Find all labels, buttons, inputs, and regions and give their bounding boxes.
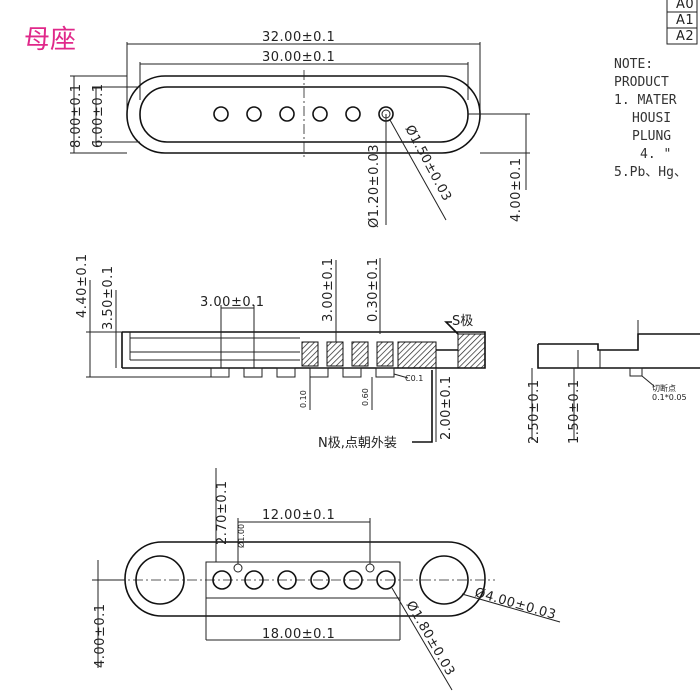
dim-small-hole: Ø1.00: [236, 524, 246, 548]
pin-hole-4: [312, 106, 328, 122]
top-view: 32.00±0.1 30.00±0.1 8.00±0.1 6.00±0.1 Ø1…: [69, 30, 530, 228]
notes-line-5: 4. ": [640, 147, 671, 162]
s-pole-label: S极: [452, 314, 473, 329]
dim-body-height: 3.50±0.1: [101, 265, 116, 330]
pin-hole-3: [279, 106, 295, 122]
bottom-pin-hole-6: [376, 570, 396, 590]
notes-line-3: HOUSI: [632, 111, 671, 126]
notes-line-4: PLUNG: [632, 129, 671, 144]
notes-line-1: PRODUCT: [614, 75, 669, 90]
dim-gap: 0.10: [299, 390, 308, 408]
dim-bottom-height: 2.70±0.1: [215, 480, 230, 545]
dim-total-height: 4.40±0.1: [75, 253, 90, 318]
revision-a2: A2: [676, 29, 694, 44]
dim-pin-hole: Ø1.80±0.03: [403, 599, 458, 679]
notes-line-6: 5.Pb、Hg、: [614, 165, 687, 180]
revision-a1: A1: [676, 13, 694, 28]
notes-line-2: 1. MATER: [614, 93, 677, 108]
dim-pin-height: 3.00±0.1: [321, 257, 336, 322]
dim-inner-width: 30.00±0.1: [262, 50, 335, 65]
dim-end-height-1: 2.50±0.1: [527, 379, 542, 444]
revision-a0: A0: [676, 0, 694, 12]
pin-hole-5: [345, 106, 361, 122]
drawing-title: 母座: [24, 25, 76, 55]
dim-step: 0.30±0.1: [366, 257, 381, 322]
bottom-pin-hole-1: [212, 570, 232, 590]
dim-mount-hole: Ø4.00±0.03: [473, 585, 558, 623]
dim-inner-height: 6.00±0.1: [91, 83, 106, 148]
dim-bottom-side: 4.00±0.1: [93, 603, 108, 668]
dim-depth: 2.00±0.1: [439, 375, 454, 440]
mount-hole-right: [419, 555, 469, 605]
bottom-view: 12.00±0.1 2.70±0.1 Ø1.00 18.00±0.1 Ø4.00…: [92, 468, 561, 691]
notes-header: NOTE:: [614, 57, 653, 72]
dim-outer-height: 8.00±0.1: [69, 83, 84, 148]
notes-block: NOTE: PRODUCT 1. MATER HOUSI PLUNG 4. " …: [614, 57, 687, 180]
dim-pitch-span: 12.00±0.1: [262, 508, 335, 523]
bottom-pin-hole-2: [244, 570, 264, 590]
end-view: 切断点 0.1*0.05 2.50±0.1 1.50±0.1: [527, 320, 700, 444]
cut-point-value: 0.1*0.05: [652, 393, 687, 402]
chamfer-label: C0.1: [405, 374, 423, 383]
dim-end-height-2: 1.50±0.1: [567, 379, 582, 444]
dim-overall-width: 32.00±0.1: [262, 30, 335, 45]
dim-side-width: 4.00±0.1: [509, 157, 524, 222]
bottom-pin-hole-5: [343, 570, 363, 590]
pin-hole-1: [213, 106, 229, 122]
pin-hole-2: [246, 106, 262, 122]
dim-side-pitch: 3.00±0.1: [200, 295, 265, 310]
dim-gap-2: 0.60: [361, 388, 370, 406]
dim-hole-diameter: Ø1.50±0.03: [401, 123, 454, 204]
bottom-pin-hole-3: [277, 570, 297, 590]
side-view: 4.40±0.1 3.50±0.1 3.00±0.1 3.00±0.1 0.30…: [75, 253, 486, 451]
dim-window-width: 18.00±0.1: [262, 627, 335, 642]
mount-hole-left: [135, 555, 185, 605]
revision-table: A0 A1 A2: [666, 0, 698, 45]
n-pole-label: N极,点朝外装: [318, 436, 397, 451]
dim-pin-diameter: Ø1.20±0.03: [367, 144, 382, 228]
cut-point-label: 切断点: [652, 383, 676, 393]
bottom-pin-hole-4: [310, 570, 330, 590]
